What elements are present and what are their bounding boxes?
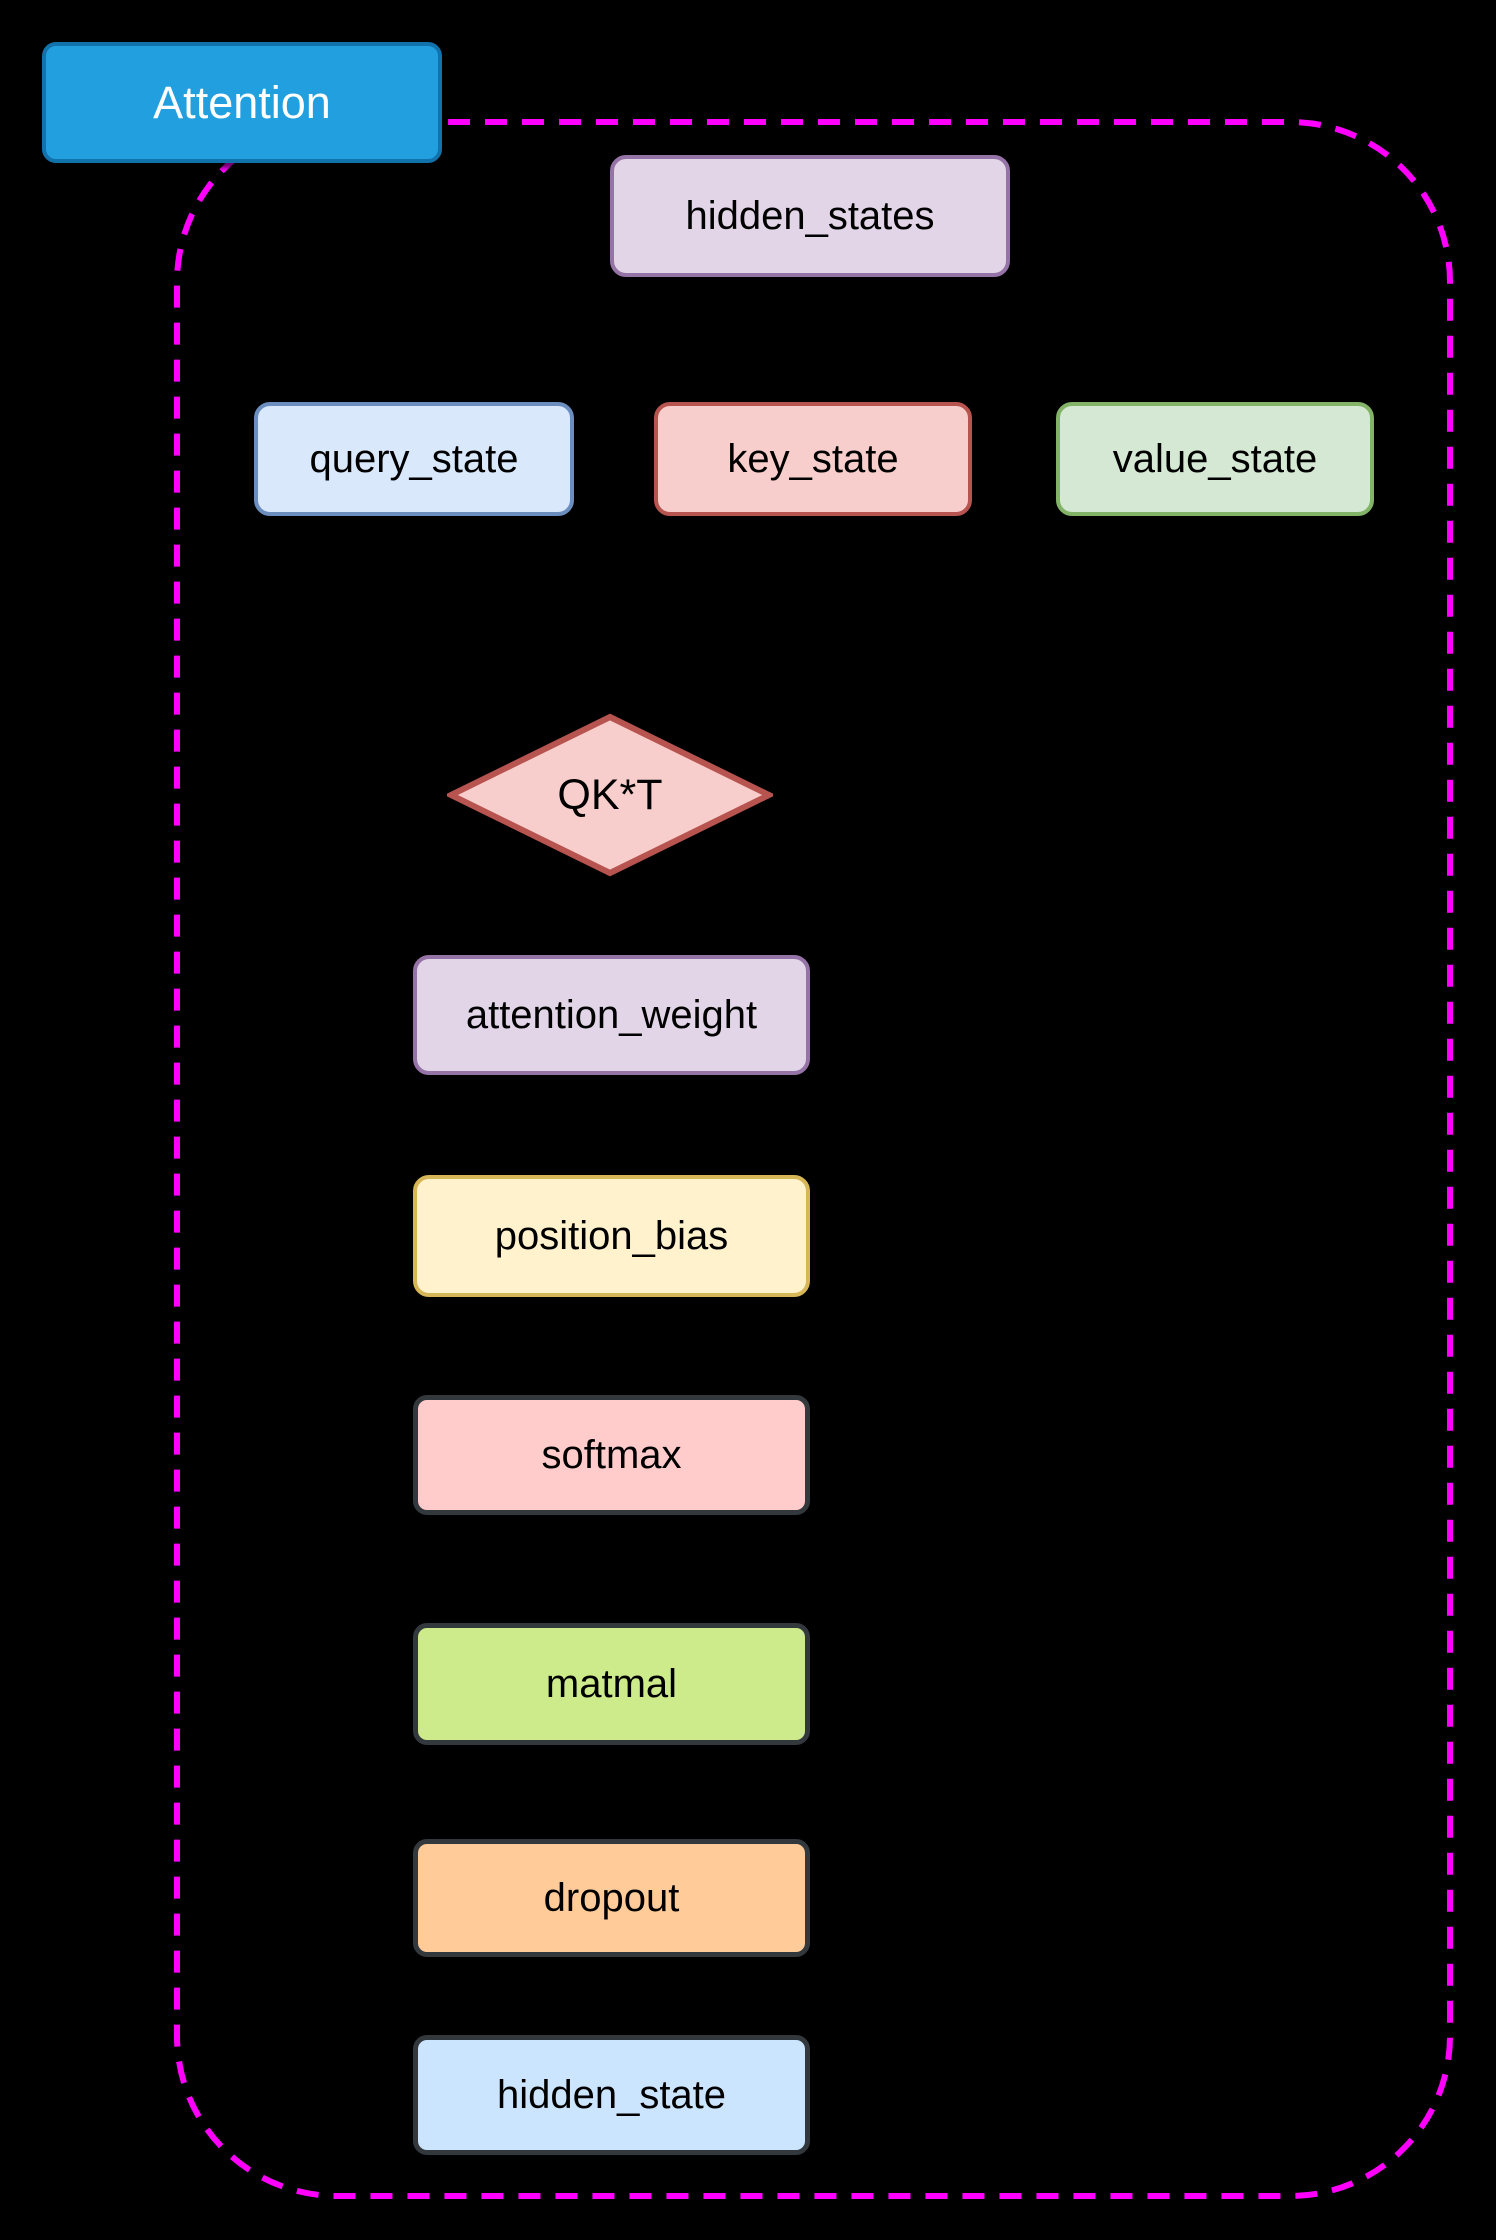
- node-qkt[interactable]: QK*T: [447, 713, 773, 877]
- attention-group-label: Attention: [153, 77, 331, 128]
- node-value-state[interactable]: value_state: [1056, 402, 1374, 516]
- node-key-state[interactable]: key_state: [654, 402, 972, 516]
- node-hidden-state[interactable]: hidden_state: [413, 2035, 810, 2155]
- node-attention-weight[interactable]: attention_weight: [413, 955, 810, 1075]
- node-key-state-label: key_state: [727, 437, 899, 481]
- node-softmax[interactable]: softmax: [413, 1395, 810, 1515]
- node-attention-weight-label: attention_weight: [465, 993, 758, 1037]
- attention-group-tab[interactable]: Attention: [42, 42, 442, 163]
- node-matmal[interactable]: matmal: [413, 1623, 810, 1745]
- node-softmax-label: softmax: [541, 1433, 682, 1477]
- node-hidden-states[interactable]: hidden_states: [610, 155, 1010, 277]
- node-value-state-label: value_state: [1112, 437, 1318, 481]
- node-position-bias-label: position_bias: [494, 1214, 729, 1258]
- qkt-diamond-shape: [447, 713, 773, 877]
- node-hidden-states-label: hidden_states: [685, 194, 935, 238]
- node-dropout[interactable]: dropout: [413, 1839, 810, 1957]
- node-qkt-label: QK*T: [557, 770, 663, 819]
- node-query-state[interactable]: query_state: [254, 402, 574, 516]
- node-hidden-state-label: hidden_state: [496, 2073, 727, 2117]
- node-query-state-label: query_state: [309, 437, 519, 481]
- node-position-bias[interactable]: position_bias: [413, 1175, 810, 1297]
- node-dropout-label: dropout: [543, 1876, 680, 1920]
- node-matmal-label: matmal: [545, 1662, 678, 1706]
